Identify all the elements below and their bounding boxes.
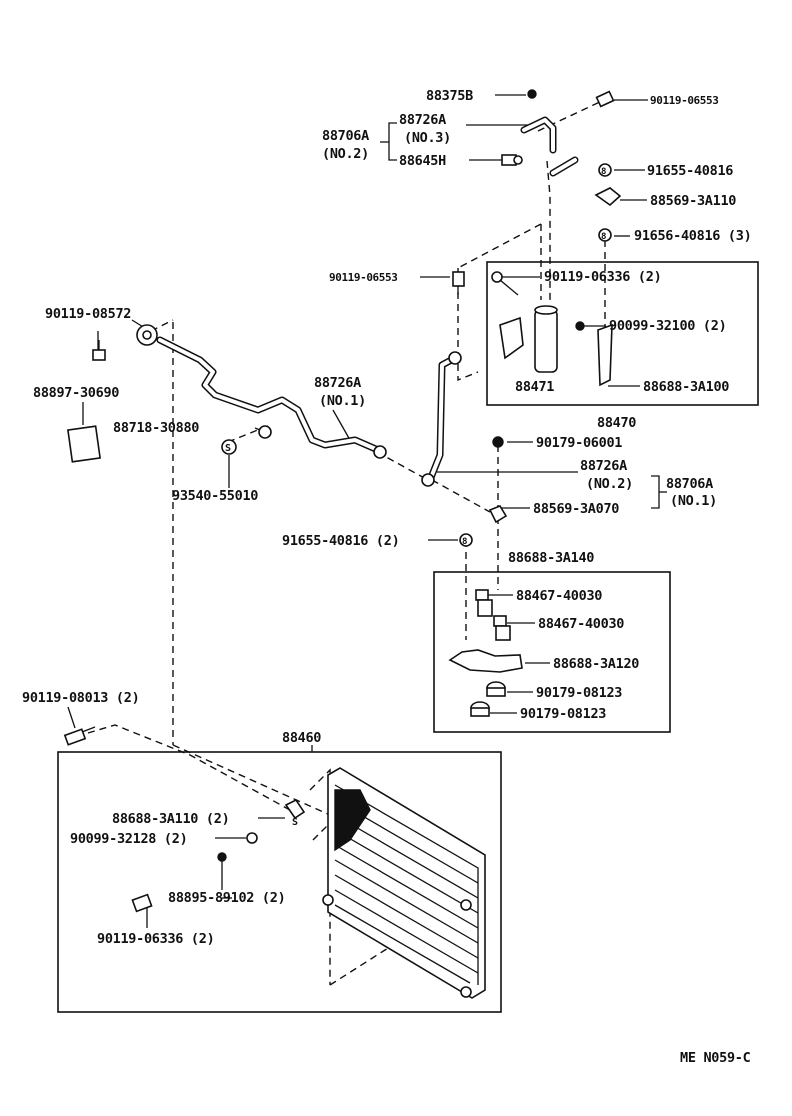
label-no2-top: (NO.2) <box>322 146 369 162</box>
label-91655-40816: 91655-40816 <box>647 163 733 179</box>
label-88375B: 88375B <box>426 88 473 104</box>
label-90179-06001: 90179-06001 <box>536 435 622 451</box>
part-labels: 88375B 90119-06553 88726A (NO.3) 88706A … <box>22 88 752 1066</box>
label-88688-3A100: 88688-3A100 <box>643 379 729 395</box>
pressure-switch-box <box>433 571 671 733</box>
svg-text:8: 8 <box>601 167 606 177</box>
label-88895-89102-2: 88895-89102 (2) <box>168 890 285 906</box>
label-90179-08123-a: 90179-08123 <box>536 685 622 701</box>
label-88688-3A110-2: 88688-3A110 (2) <box>112 811 229 827</box>
label-88460: 88460 <box>282 730 321 746</box>
label-88726A-no3: 88726A <box>399 112 446 128</box>
label-88467-40030-b: 88467-40030 <box>538 616 624 632</box>
bolt-icon: 8 8 S 8 <box>63 89 622 913</box>
label-88897-30690: 88897-30690 <box>33 385 119 401</box>
label-90119-06553-mid: 90119-06553 <box>329 271 397 284</box>
label-90099-32100-2: 90099-32100 (2) <box>609 318 726 334</box>
label-91656-40816-3: 91656-40816 (3) <box>634 228 751 244</box>
label-88645H: 88645H <box>399 153 446 169</box>
receiver-assembly-box <box>486 261 759 406</box>
label-88470: 88470 <box>597 415 636 431</box>
label-90119-08572: 90119-08572 <box>45 306 131 322</box>
refrigerant-pipes <box>156 116 579 484</box>
label-88706A-no1: 88706A <box>666 476 713 492</box>
diagram-code: ME N059-C <box>680 1050 751 1066</box>
label-90119-06553-top: 90119-06553 <box>650 94 718 107</box>
label-88471: 88471 <box>515 379 554 395</box>
label-93540-55010: 93540-55010 <box>172 488 258 504</box>
label-no1-hose: (NO.1) <box>670 493 717 509</box>
label-no3: (NO.3) <box>404 130 451 146</box>
label-90119-06336-2: 90119-06336 (2) <box>544 269 661 285</box>
label-88718-30880: 88718-30880 <box>113 420 199 436</box>
label-88569-3A070: 88569-3A070 <box>533 501 619 517</box>
label-88569-3A110: 88569-3A110 <box>650 193 736 209</box>
label-91655-40816-2: 91655-40816 (2) <box>282 533 399 549</box>
label-no2-pipe: (NO.2) <box>586 476 633 492</box>
label-90119-08013-2: 90119-08013 (2) <box>22 690 139 706</box>
label-90179-08123-b: 90179-08123 <box>520 706 606 722</box>
label-90099-32128-2: 90099-32128 (2) <box>70 831 187 847</box>
condenser-assembly-box <box>57 751 502 1013</box>
condenser-icon <box>322 767 486 999</box>
label-90119-06336-2b: 90119-06336 (2) <box>97 931 214 947</box>
label-88688-3A120: 88688-3A120 <box>553 656 639 672</box>
svg-text:8: 8 <box>601 232 606 242</box>
label-88726A-no2: 88726A <box>580 458 627 474</box>
label-88688-3A140: 88688-3A140 <box>508 550 594 566</box>
label-88467-40030-a: 88467-40030 <box>516 588 602 604</box>
svg-text:8: 8 <box>462 537 467 547</box>
svg-text:S: S <box>225 443 231 454</box>
label-no1-pipe: (NO.1) <box>319 393 366 409</box>
svg-text:S: S <box>292 817 298 828</box>
label-88726A-no1: 88726A <box>314 375 361 391</box>
label-88706A-no2: 88706A <box>322 128 369 144</box>
leader-lines <box>67 94 667 928</box>
